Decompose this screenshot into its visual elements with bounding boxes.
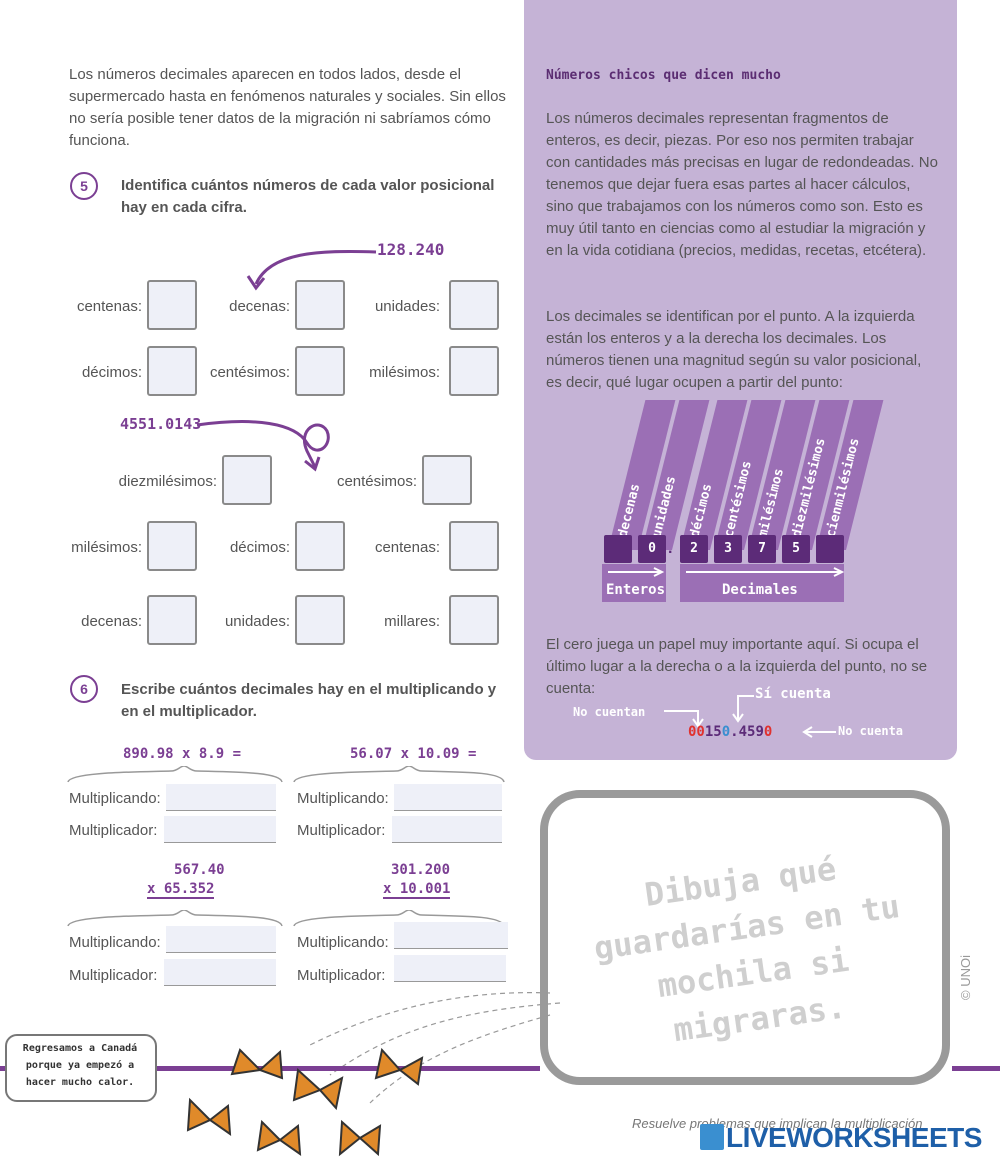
decimales-band [680, 564, 844, 602]
speech-bubble [5, 1034, 157, 1102]
drawing-area[interactable] [540, 790, 950, 1085]
no-cuentan-label: No cuentan [573, 705, 646, 719]
label-diezmilesimos: diezmilésimos: [118, 473, 217, 490]
exercise-6-instruction: Escribe cuántos decimales hay en el mult… [121, 681, 497, 720]
panel-paragraph-2: Los decimales se identifican por el punt… [546, 308, 922, 391]
answer-box[interactable] [295, 595, 345, 645]
digit-cell [604, 535, 632, 563]
digit-cell: 7 [748, 535, 776, 563]
label-decenas-2: decenas: [81, 613, 142, 630]
answer-box[interactable] [147, 280, 197, 330]
answer-box[interactable] [422, 455, 472, 505]
multiplicador-label-4: Multiplicador: [297, 967, 386, 984]
answer-box[interactable] [295, 521, 345, 571]
answer-box[interactable] [147, 346, 197, 396]
brace-icon [67, 910, 505, 927]
figure-4551-0143: 4551.0143 [120, 415, 202, 433]
label-centenas: centenas: [76, 298, 142, 315]
exercise-5-instruction: Identifica cuántos números de cada valor… [121, 177, 495, 216]
multiplicando-label-2: Multiplicando: [297, 790, 389, 807]
answer-box[interactable] [295, 280, 345, 330]
panel-paragraph-3: El cero juega un papel muy importante aq… [546, 636, 928, 697]
operation-4-bottom: x 10.001 [383, 881, 451, 899]
enteros-label: Enteros [606, 582, 666, 598]
intro-paragraph: Los números decimales aparecen en todos … [69, 66, 506, 149]
answer-box[interactable] [222, 455, 272, 505]
label-millares: millares: [384, 613, 440, 630]
digit-cell: 2 [680, 535, 708, 563]
no-cuenta-label: No cuenta [838, 724, 904, 738]
arrow-icon [196, 420, 330, 472]
operation-4-top: 301.200 [391, 862, 451, 878]
arrow-right-icon [608, 567, 845, 577]
panel-paragraph-1: Los números decimales representan fragme… [546, 110, 938, 259]
multiplicador-label-1: Multiplicador: [69, 822, 158, 839]
multiplicador-label-2: Multiplicador: [297, 822, 386, 839]
multiplicador-label-3: Multiplicador: [69, 967, 158, 984]
answer-box[interactable] [449, 595, 499, 645]
multiplicando-label-4: Multiplicando: [297, 934, 389, 951]
answer-field[interactable] [394, 922, 508, 949]
answer-field[interactable] [164, 816, 276, 843]
answer-field[interactable] [164, 959, 276, 986]
place-value-diagram: decenas unidades décimos centésimos milé… [600, 400, 890, 610]
answer-box[interactable] [449, 521, 499, 571]
label-milesimos-2: milésimos: [71, 539, 142, 556]
answer-box[interactable] [449, 346, 499, 396]
digit-cell [816, 535, 844, 563]
butterfly-icon [186, 1047, 424, 1157]
answer-field[interactable] [394, 784, 502, 811]
arrow-icon [246, 249, 377, 291]
label-decenas: decenas: [229, 298, 290, 315]
watermark-text: LIVEWORKSHEETS [726, 1122, 982, 1153]
enteros-band [602, 564, 666, 602]
digit-cell: 3 [714, 535, 742, 563]
answer-field[interactable] [166, 784, 276, 811]
brace-icon [67, 766, 505, 783]
answer-box[interactable] [295, 346, 345, 396]
answer-field[interactable] [392, 816, 502, 843]
decimal-point: . [668, 540, 673, 557]
label-centesimos-2: centésimos: [336, 473, 417, 490]
exercise-6-number: 6 [70, 675, 98, 703]
footer-bar [952, 1066, 1000, 1071]
multiplicando-label-1: Multiplicando: [69, 790, 161, 807]
flight-path-lines [309, 992, 561, 1104]
answer-box[interactable] [147, 521, 197, 571]
decimales-label: Decimales [722, 582, 798, 598]
answer-field[interactable] [166, 926, 276, 953]
digit-cell: 0 [638, 535, 666, 563]
label-centenas-2: centenas: [374, 539, 440, 556]
label-unidades-2: unidades: [224, 613, 290, 630]
label-milesimos: milésimos: [369, 364, 440, 381]
operation-3-top: 567.40 [174, 862, 225, 878]
copyright: © UNOi [958, 955, 973, 1000]
label-decimos-2: décimos: [229, 539, 290, 556]
operation-2: 56.07 x 10.09 = [350, 746, 477, 762]
arrow-icon [664, 695, 836, 738]
label-centesimos: centésimos: [209, 364, 290, 381]
answer-field[interactable] [394, 955, 506, 982]
figure-128-240: 128.240 [377, 240, 445, 259]
si-cuenta-label: Sí cuenta [755, 686, 831, 702]
zero-example: 00150.4590 [688, 724, 773, 740]
label-unidades: unidades: [374, 298, 440, 315]
answer-box[interactable] [147, 595, 197, 645]
answer-box[interactable] [449, 280, 499, 330]
operation-1: 890.98 x 8.9 = [123, 746, 242, 762]
panel-title: Números chicos que dicen mucho [546, 68, 781, 83]
exercise-5-number: 5 [70, 172, 98, 200]
liveworksheets-logo-icon [700, 1124, 724, 1150]
multiplicando-label-3: Multiplicando: [69, 934, 161, 951]
speech-text: Regresamos a Canadá porque ya empezó a h… [22, 1043, 138, 1088]
operation-3-bottom: x 65.352 [147, 881, 215, 899]
digit-cell: 5 [782, 535, 810, 563]
label-decimos: décimos: [81, 364, 142, 381]
info-panel [524, 0, 957, 760]
